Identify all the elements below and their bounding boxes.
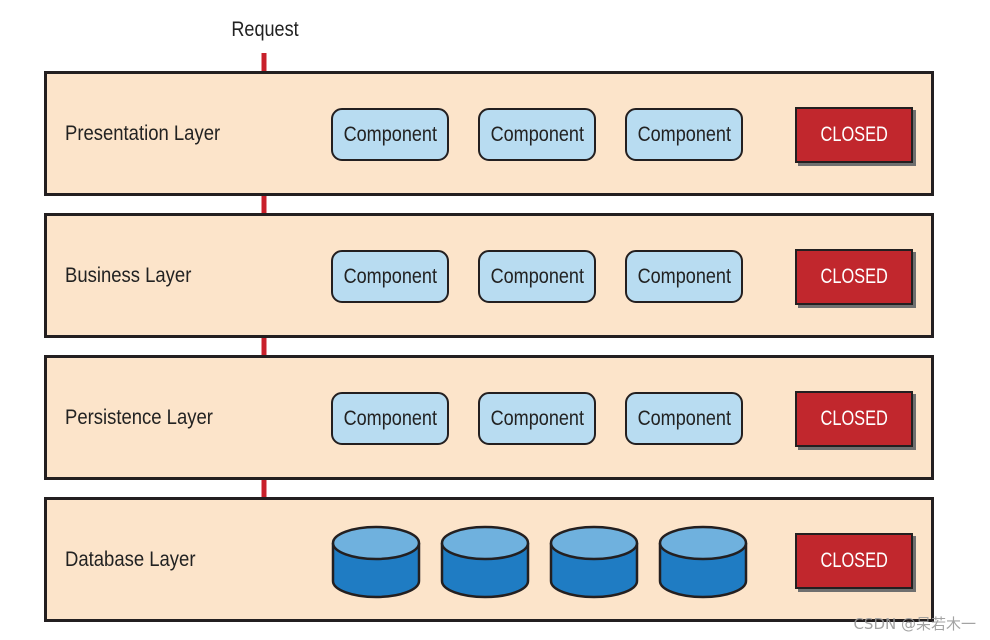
- component-label: Component: [637, 264, 731, 288]
- database-cylinder-icon: [331, 525, 421, 599]
- component-label: Component: [343, 406, 437, 430]
- watermark: CSDN @呆若木一: [853, 615, 976, 633]
- component-label: Component: [637, 122, 731, 146]
- component-box: Component: [625, 108, 743, 161]
- closed-badge: CLOSED: [795, 249, 913, 305]
- database-cylinder-icon: [658, 525, 748, 599]
- component-label: Component: [343, 264, 437, 288]
- business-layer: Business Layer Component Component Compo…: [44, 213, 934, 338]
- component-box: Component: [478, 250, 596, 303]
- layer-label: Presentation Layer: [65, 121, 221, 145]
- closed-label: CLOSED: [820, 549, 888, 572]
- component-box: Component: [625, 392, 743, 445]
- component-label: Component: [490, 264, 584, 288]
- layer-label: Persistence Layer: [65, 405, 213, 429]
- closed-label: CLOSED: [820, 265, 888, 288]
- component-label: Component: [637, 406, 731, 430]
- component-box: Component: [625, 250, 743, 303]
- database-cylinder-icon: [440, 525, 530, 599]
- database-cylinder-icon: [549, 525, 639, 599]
- component-box: Component: [331, 392, 449, 445]
- layer-label: Business Layer: [65, 263, 192, 287]
- closed-badge: CLOSED: [795, 391, 913, 447]
- closed-badge: CLOSED: [795, 533, 913, 589]
- database-layer: Database Layer CLOSED: [44, 497, 934, 622]
- component-label: Component: [490, 122, 584, 146]
- closed-label: CLOSED: [820, 123, 888, 146]
- component-box: Component: [478, 392, 596, 445]
- component-label: Component: [343, 122, 437, 146]
- request-label: Request: [231, 18, 299, 41]
- component-label: Component: [490, 406, 584, 430]
- presentation-layer: Presentation Layer Component Component C…: [44, 71, 934, 196]
- layer-label: Database Layer: [65, 547, 196, 571]
- closed-label: CLOSED: [820, 407, 888, 430]
- component-box: Component: [478, 108, 596, 161]
- persistence-layer: Persistence Layer Component Component Co…: [44, 355, 934, 480]
- component-box: Component: [331, 108, 449, 161]
- closed-badge: CLOSED: [795, 107, 913, 163]
- component-box: Component: [331, 250, 449, 303]
